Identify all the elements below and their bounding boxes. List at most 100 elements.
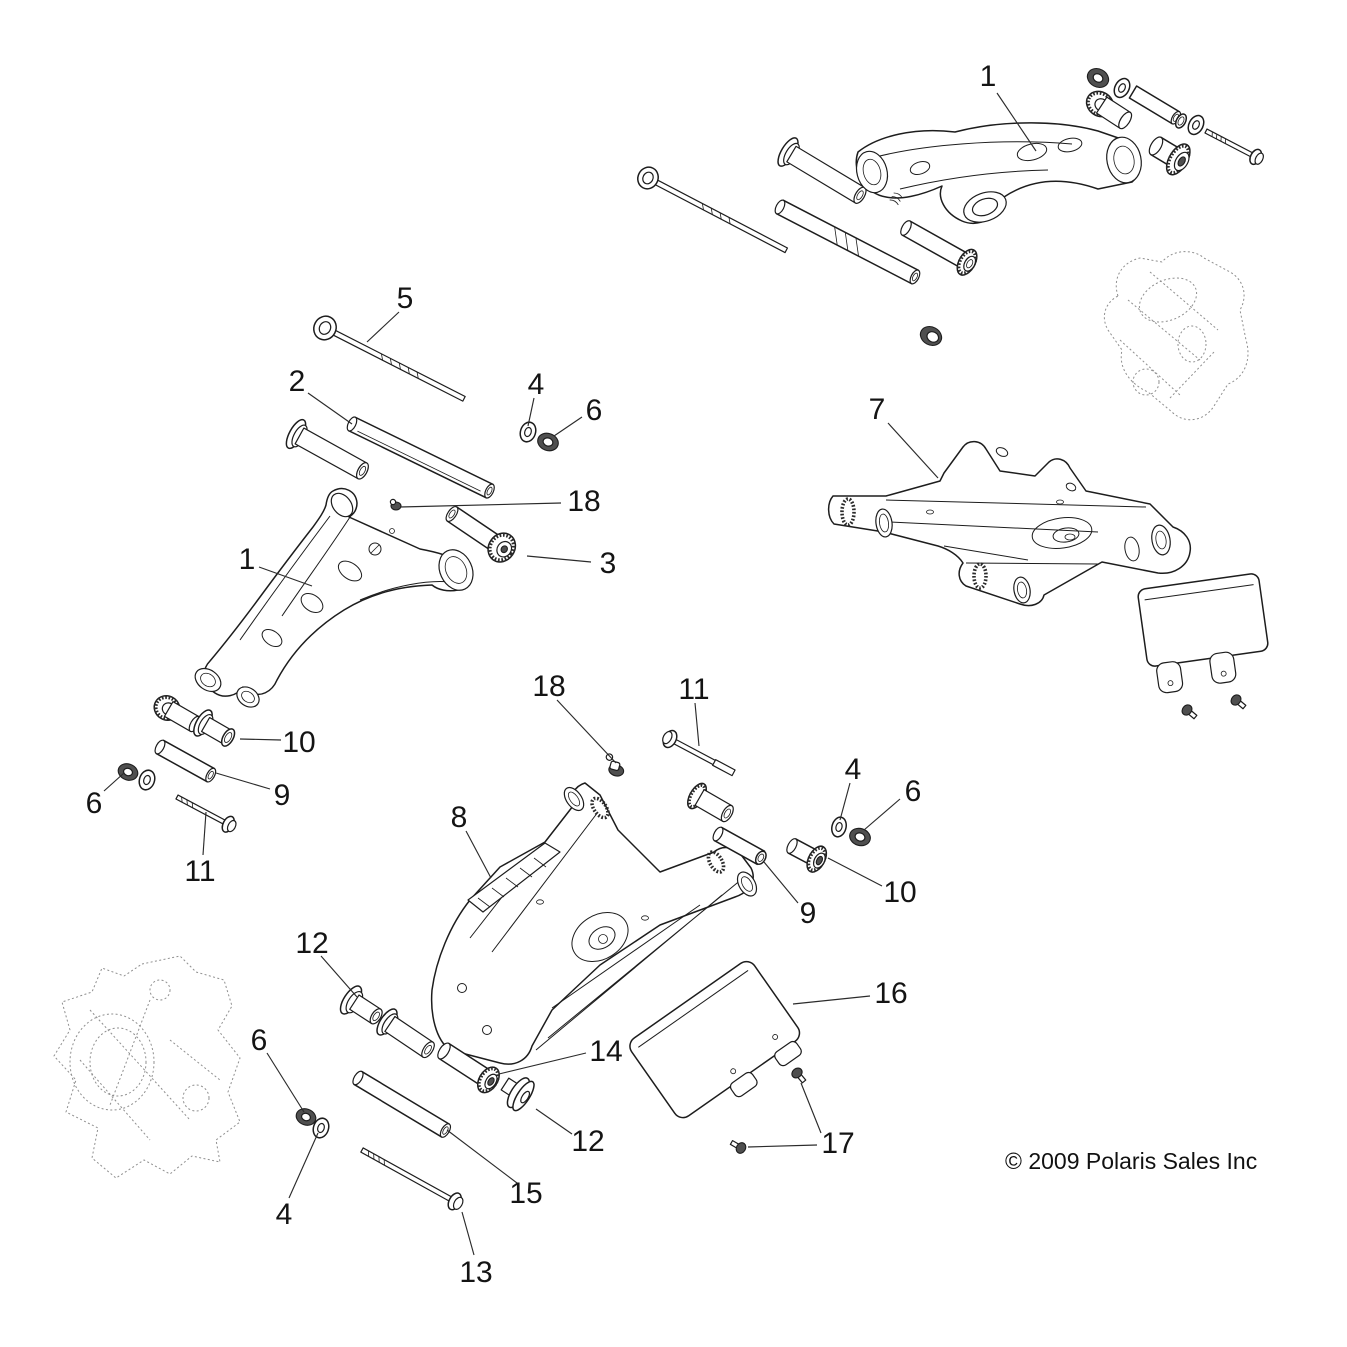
callout-18: 18	[532, 670, 565, 703]
flange-nut	[919, 325, 943, 347]
pivot-bolt	[637, 166, 789, 254]
leader-line-12	[535, 1108, 573, 1135]
callout-4: 4	[528, 368, 545, 401]
leader-line-10	[239, 738, 282, 741]
lock-nut	[849, 827, 871, 847]
guard-screw	[729, 1139, 747, 1154]
callout-14: 14	[589, 1035, 622, 1068]
flange-nut	[1086, 67, 1110, 89]
pivot-bushing-tube	[445, 505, 517, 563]
mud-guard	[629, 960, 802, 1119]
copyright-text: © 2009 Polaris Sales Inc	[1005, 1148, 1258, 1174]
callout-6: 6	[251, 1024, 268, 1057]
callout-10: 10	[282, 726, 315, 759]
leader-line-5	[366, 311, 400, 343]
callout-8: 8	[451, 801, 468, 834]
lock-nut	[117, 763, 139, 781]
leader-line-6	[103, 772, 125, 792]
flanged-bushing	[686, 782, 734, 823]
leader-line-14	[498, 1052, 587, 1075]
guard-screw	[1181, 704, 1198, 720]
callout-15: 15	[509, 1177, 542, 1210]
bearing-carrier-ghost-left	[53, 955, 241, 1179]
callout-13: 13	[459, 1256, 492, 1289]
leader-line-12	[320, 955, 358, 998]
callout-18: 18	[567, 485, 600, 518]
leader-line-2	[307, 392, 353, 425]
grease-fitting	[389, 498, 402, 511]
mud-guard-assembly	[629, 960, 807, 1154]
bolt	[175, 794, 237, 833]
callout-11: 11	[678, 673, 709, 706]
lower-arm-assembly-left	[430, 729, 871, 1065]
pivot-bolt	[313, 315, 466, 402]
spacer-tube	[352, 1070, 452, 1138]
leader-line-10	[827, 857, 883, 887]
callout-9: 9	[800, 897, 817, 930]
pivot-tube	[774, 199, 921, 285]
callout-7: 7	[869, 393, 886, 426]
callout-16: 16	[874, 977, 907, 1010]
leader-line-17	[747, 1144, 818, 1148]
gusset-bracket	[467, 842, 561, 913]
bolt	[662, 729, 736, 777]
bushing-sleeve	[285, 418, 369, 480]
leader-line-6	[863, 798, 901, 831]
callout-1: 1	[239, 543, 256, 576]
spacer-ring	[1174, 113, 1188, 129]
bushing-sleeve	[376, 1008, 435, 1059]
pivot-bushing-tube	[437, 1042, 500, 1094]
pivot-tube	[346, 416, 495, 499]
upper-arm-assembly-left	[117, 315, 559, 833]
callout-6: 6	[905, 775, 922, 808]
leader-line-4	[288, 1132, 319, 1199]
leader-line-1	[996, 92, 1037, 152]
splined-bushing	[786, 838, 828, 873]
leader-line-4	[839, 782, 851, 821]
bolt	[360, 1147, 464, 1211]
guard-screw	[1230, 694, 1247, 710]
leader-line-9	[763, 861, 799, 904]
washer	[519, 421, 537, 443]
callout-10: 10	[883, 876, 916, 909]
bottom-hardware	[295, 985, 535, 1211]
splined-bushing	[1085, 90, 1133, 130]
callout-2: 2	[289, 365, 306, 398]
flanged-bushing	[193, 709, 236, 747]
lock-nut	[295, 1108, 317, 1126]
upper-arm-assembly-right	[637, 67, 1264, 347]
leader-line-11	[694, 702, 700, 747]
leader-line-17	[800, 1082, 822, 1134]
guard-panel	[1137, 573, 1269, 694]
callout-12: 12	[571, 1125, 604, 1158]
bushing-sleeve	[777, 137, 867, 204]
guard-screw	[791, 1067, 807, 1084]
leader-line-9	[215, 772, 271, 790]
leader-line-7	[887, 422, 939, 479]
washer	[831, 816, 847, 838]
lower-arm-assembly-right	[827, 440, 1269, 720]
upper-control-arm	[194, 487, 474, 708]
bolt	[1204, 128, 1264, 166]
callout-1: 1	[980, 60, 997, 93]
callout-11: 11	[184, 855, 215, 888]
upper-control-arm	[855, 122, 1142, 225]
callout-6: 6	[586, 394, 603, 427]
callout-5: 5	[397, 282, 414, 315]
leader-line-8	[465, 830, 492, 879]
flanged-bushing	[1148, 136, 1191, 176]
flanged-bushing	[500, 1077, 535, 1112]
spacer-tube	[712, 826, 767, 866]
leader-line-18	[399, 502, 562, 508]
bushing-sleeve	[900, 220, 978, 276]
grease-fitting	[605, 753, 625, 777]
bearing-carrier-ghost-right	[1103, 251, 1249, 421]
washer	[312, 1117, 330, 1139]
callout-4: 4	[276, 1198, 293, 1231]
leader-line-6	[553, 416, 583, 437]
leader-line-1	[258, 566, 313, 587]
callout-12: 12	[295, 927, 328, 960]
